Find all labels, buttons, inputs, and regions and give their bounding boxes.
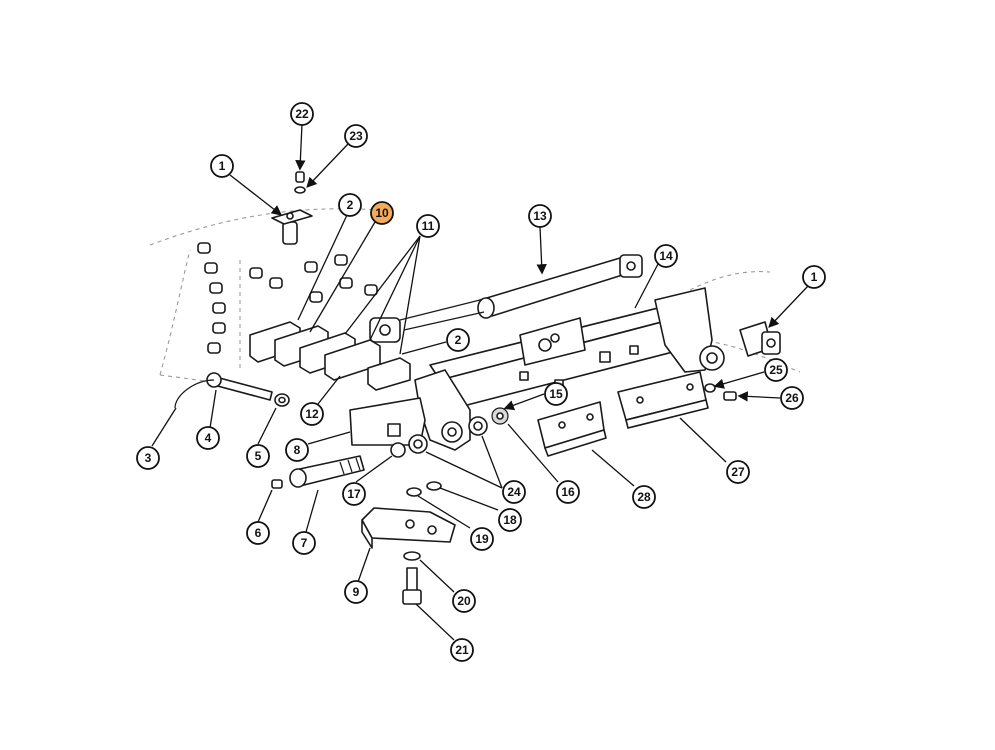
callout-1-top-left: 1: [210, 154, 234, 178]
svg-text:27: 27: [731, 465, 745, 479]
wear-plate-27: [617, 371, 709, 429]
callout-1-right: 1: [802, 265, 826, 289]
callout-18: 18: [498, 508, 522, 532]
washer-20: [403, 551, 421, 561]
callout-22: 22: [290, 102, 314, 126]
svg-text:5: 5: [255, 449, 262, 463]
svg-text:14: 14: [659, 249, 673, 263]
leader-lines: [151, 123, 809, 641]
svg-text:4: 4: [205, 431, 212, 445]
svg-text:24: 24: [507, 485, 521, 499]
wire-3: [174, 379, 215, 409]
washer-25: [704, 383, 716, 393]
callout-15: 15: [544, 382, 568, 406]
callout-16: 16: [556, 480, 580, 504]
nut-16: [491, 407, 509, 425]
svg-text:19: 19: [475, 532, 489, 546]
callout-23: 23: [344, 124, 368, 148]
shim-stack: [249, 321, 411, 391]
svg-text:12: 12: [305, 407, 319, 421]
hydraulic-cylinder: [369, 254, 643, 343]
plate-8: [349, 397, 426, 446]
callout-labels: 1 22 23 2 10 11 13 14: [136, 102, 826, 662]
callout-26: 26: [780, 386, 804, 410]
washers-18-19: [406, 481, 442, 497]
screw-26: [723, 391, 737, 401]
bracket-9: [361, 507, 456, 549]
svg-text:28: 28: [637, 490, 651, 504]
callout-27: 27: [726, 460, 750, 484]
svg-text:10: 10: [375, 206, 389, 220]
svg-text:22: 22: [295, 107, 309, 121]
washer-17: [390, 442, 406, 458]
callout-13: 13: [528, 204, 552, 228]
callout-5: 5: [246, 444, 270, 468]
callout-21: 21: [450, 638, 474, 662]
callout-14: 14: [654, 244, 678, 268]
callout-4: 4: [196, 426, 220, 450]
callout-8: 8: [285, 438, 309, 462]
callout-11: 11: [416, 214, 440, 238]
svg-text:2: 2: [455, 333, 462, 347]
callout-19: 19: [470, 527, 494, 551]
washer-5: [274, 393, 290, 407]
grease-fitting-6: [271, 479, 283, 489]
svg-text:3: 3: [145, 451, 152, 465]
housing-bolt-pattern: [197, 242, 378, 354]
callout-7: 7: [292, 531, 316, 555]
pin-right: [739, 321, 781, 357]
callout-2-middle: 2: [446, 328, 470, 352]
svg-text:2: 2: [347, 198, 354, 212]
svg-text:7: 7: [301, 536, 308, 550]
svg-text:1: 1: [811, 270, 818, 284]
pin-top-left: [271, 209, 313, 245]
svg-text:26: 26: [785, 391, 799, 405]
callout-28: 28: [632, 485, 656, 509]
shoulder-bolt-7: [289, 455, 365, 488]
svg-text:15: 15: [549, 387, 563, 401]
bushings-24: [408, 416, 488, 454]
bolt-21: [402, 567, 422, 605]
callout-2-top: 2: [338, 193, 362, 217]
callout-3: 3: [136, 446, 160, 470]
svg-text:13: 13: [533, 209, 547, 223]
svg-text:25: 25: [769, 363, 783, 377]
screw-and-washer-top: [294, 171, 306, 194]
callout-10-highlighted: 10: [370, 201, 394, 225]
long-bolt-4: [206, 372, 273, 401]
callout-9: 9: [344, 580, 368, 604]
svg-text:21: 21: [455, 643, 469, 657]
svg-text:17: 17: [347, 487, 361, 501]
callout-24: 24: [502, 480, 526, 504]
callout-20: 20: [452, 589, 476, 613]
main-frame-arm: [414, 287, 725, 451]
svg-text:23: 23: [349, 129, 363, 143]
svg-text:8: 8: [294, 443, 301, 457]
svg-text:16: 16: [561, 485, 575, 499]
svg-text:11: 11: [422, 219, 435, 233]
callout-25: 25: [764, 358, 788, 382]
callout-6: 6: [246, 521, 270, 545]
svg-text:18: 18: [503, 513, 517, 527]
wear-plate-28: [537, 401, 607, 457]
callout-12: 12: [300, 402, 324, 426]
callout-17: 17: [342, 482, 366, 506]
svg-text:20: 20: [457, 594, 471, 608]
svg-text:6: 6: [255, 526, 262, 540]
svg-text:1: 1: [219, 159, 226, 173]
svg-text:9: 9: [353, 585, 360, 599]
